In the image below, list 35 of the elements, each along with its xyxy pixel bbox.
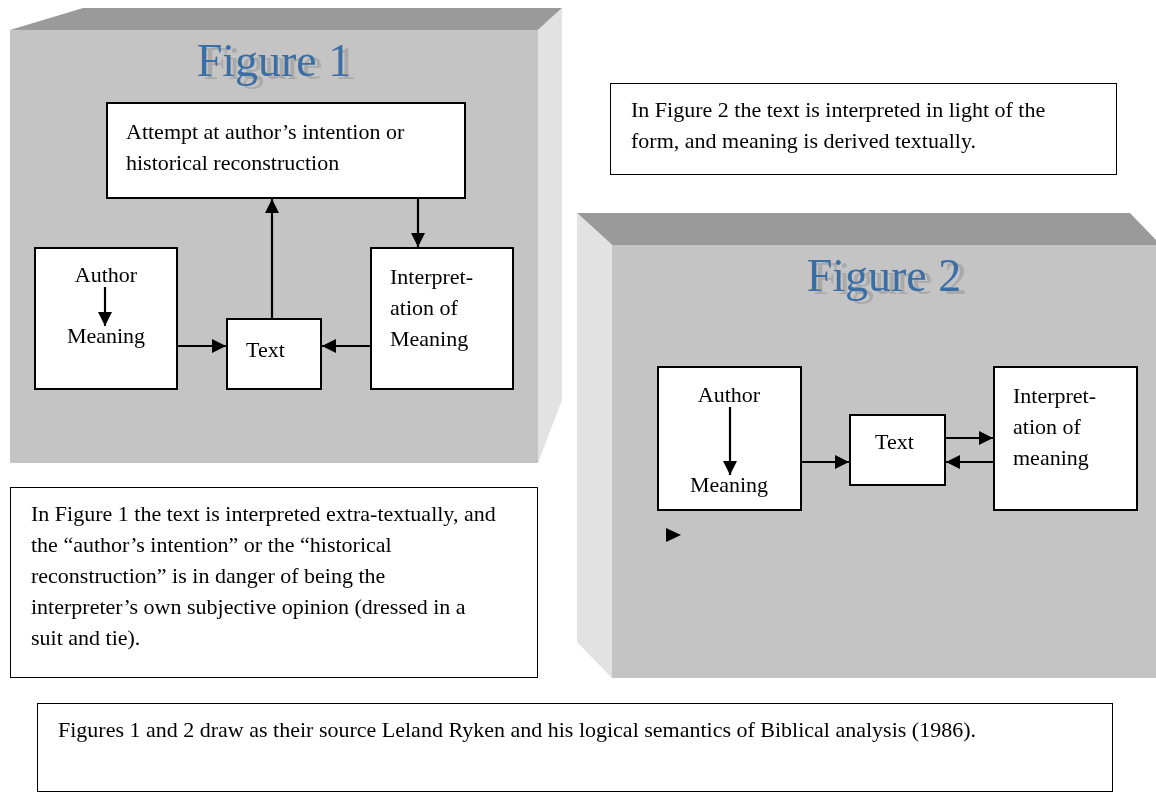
figure-panel <box>10 30 538 463</box>
figure-panel <box>612 245 1156 678</box>
box-text: In Figure 2 the text is interpreted in light of the form, and meaning is derived textually. <box>631 96 1047 155</box>
process-box <box>993 366 1138 511</box>
box-text: Attempt at author’s intention or historical reconstruction <box>126 118 406 177</box>
note-box <box>610 83 1117 175</box>
box-text: Text <box>246 336 285 364</box>
node-label: Author <box>679 382 779 408</box>
box-text: Interpret-ation of Meaning <box>390 263 475 353</box>
process-box <box>849 414 946 486</box>
box-text: Figures 1 and 2 draw as their source Leland Ryken and his logical semantics of Biblical analysis (1986). <box>58 716 977 744</box>
note-box <box>37 703 1113 792</box>
process-box <box>34 247 178 390</box>
arrow <box>411 199 425 247</box>
arrow <box>802 455 849 469</box>
process-box <box>657 366 802 511</box>
process-box <box>370 247 514 390</box>
figure-title: Figure 1 <box>195 36 353 86</box>
process-box <box>106 102 466 199</box>
box-text: In Figure 1 the text is interpreted extra-textually, and the “author’s intention” or the “historical reconstruction” is in danger of being the interpreter’s own subjective opinion (dressed in a suit and tie). <box>31 500 497 652</box>
arrow <box>265 199 279 318</box>
arrow <box>946 455 993 469</box>
arrow <box>946 431 993 445</box>
figure-title: Figure 2 <box>805 251 963 301</box>
process-box <box>226 318 322 390</box>
node-label: Author <box>56 262 156 288</box>
box-text: Interpret-ation of meaning <box>1013 382 1098 472</box>
box-text: Text <box>875 428 914 456</box>
node-label: Meaning <box>665 472 793 498</box>
arrow <box>98 287 112 326</box>
arrow <box>322 339 370 353</box>
node-label: Meaning <box>42 323 170 349</box>
arrow <box>178 339 226 353</box>
note-box <box>10 487 538 678</box>
arrow <box>723 407 737 475</box>
